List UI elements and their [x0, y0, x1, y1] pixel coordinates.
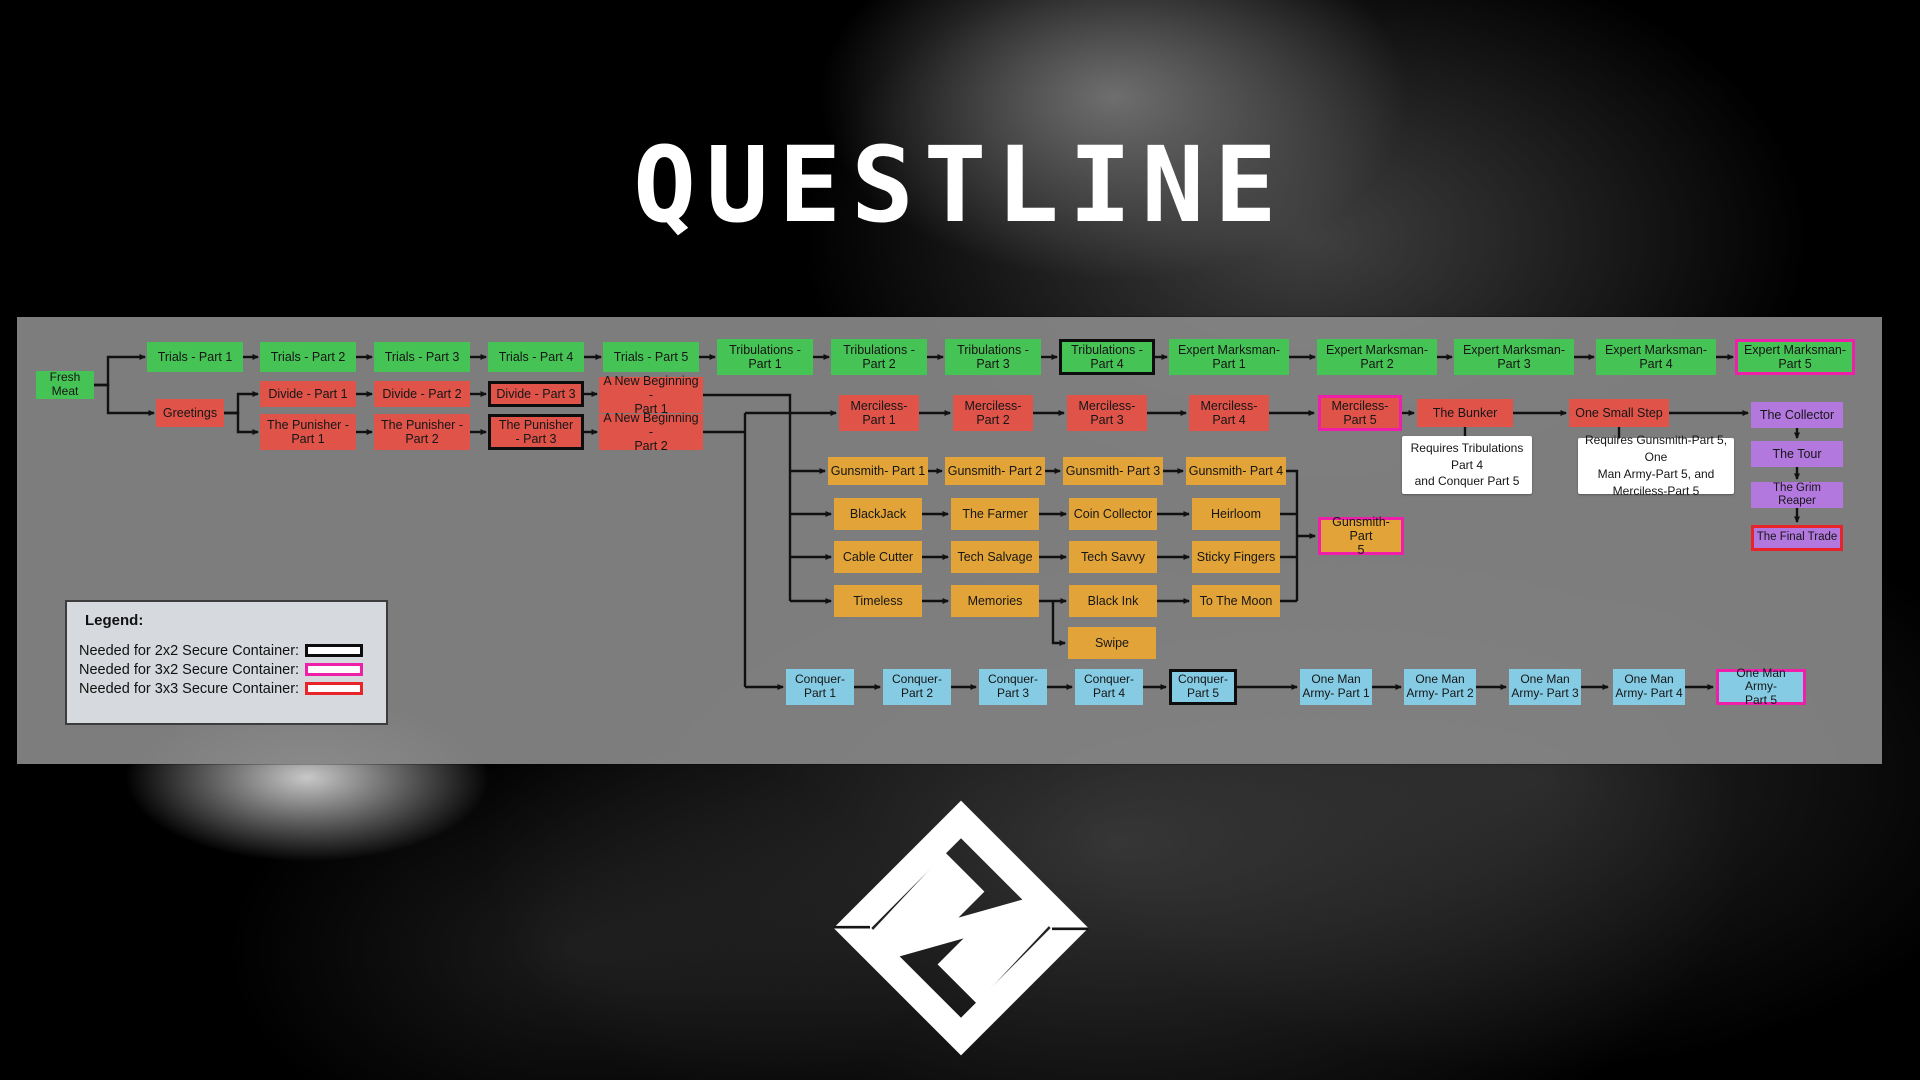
node-trials-part-5: Trials - Part 5: [603, 342, 699, 372]
node-gunsmith-part-4: Gunsmith- Part 4: [1186, 457, 1286, 485]
node-note-bunker-requirements: Requires Tribulations Part 4 and Conquer…: [1402, 436, 1532, 494]
node-the-punisher-part-2: The Punisher - Part 2: [374, 414, 470, 450]
node-the-collector: The Collector: [1751, 402, 1843, 428]
node-tribulations-part-1: Tribulations - Part 1: [717, 339, 813, 375]
legend-items: Needed for 2x2 Secure Container: Needed f…: [67, 642, 386, 697]
node-sticky-fingers: Sticky Fingers: [1192, 541, 1280, 573]
node-one-man-army-part-2: One Man Army- Part 2: [1404, 669, 1476, 705]
connector-0: [94, 354, 146, 387]
node-a-new-beginning-part-1: A New Beginning - Part 1: [599, 374, 703, 416]
connector-46: [1051, 601, 1066, 646]
node-the-tour: The Tour: [1751, 441, 1843, 467]
node-conquer-part-3: Conquer- Part 3: [979, 669, 1047, 705]
connector-15: [224, 391, 259, 415]
node-memories: Memories: [951, 585, 1039, 617]
node-expert-marksman-part-1: Expert Marksman- Part 1: [1169, 339, 1289, 375]
node-one-man-army-part-1: One Man Army- Part 1: [1300, 669, 1372, 705]
node-merciless-part-5: Merciless- Part 5: [1318, 395, 1402, 431]
node-one-small-step: One Small Step: [1569, 399, 1669, 427]
node-expert-marksman-part-3: Expert Marksman- Part 3: [1454, 339, 1574, 375]
legend-item-swatch: [305, 644, 364, 657]
legend-item-swatch: [305, 663, 364, 676]
node-merciless-part-2: Merciless- Part 2: [953, 395, 1033, 431]
node-gunsmith-part-1: Gunsmith- Part 1: [828, 457, 928, 485]
node-to-the-moon: To The Moon: [1192, 585, 1280, 617]
node-the-punisher-part-1: The Punisher - Part 1: [260, 414, 356, 450]
node-the-farmer: The Farmer: [951, 498, 1039, 530]
node-tribulations-part-4: Tribulations - Part 4: [1059, 339, 1155, 375]
legend-heading: Legend:: [85, 612, 144, 629]
node-the-grim-reaper: The Grim Reaper: [1751, 482, 1843, 508]
legend-item-swatch: [305, 682, 364, 695]
legend-item: Needed for 3x3 Secure Container:: [79, 680, 374, 697]
node-divide-part-2: Divide - Part 2: [374, 381, 470, 407]
node-one-man-army-part-4: One Man Army- Part 4: [1613, 669, 1685, 705]
node-expert-marksman-part-2: Expert Marksman- Part 2: [1317, 339, 1437, 375]
legend-item: Needed for 2x2 Secure Container:: [79, 642, 374, 659]
node-coin-collector: Coin Collector: [1069, 498, 1157, 530]
node-tribulations-part-2: Tribulations - Part 2: [831, 339, 927, 375]
node-expert-marksman-part-4: Expert Marksman- Part 4: [1596, 339, 1716, 375]
legend-item-label: Needed for 2x2 Secure Container:: [79, 642, 300, 659]
node-divide-part-1: Divide - Part 1: [260, 381, 356, 407]
node-the-bunker: The Bunker: [1417, 399, 1513, 427]
node-merciless-part-1: Merciless- Part 1: [839, 395, 919, 431]
node-a-new-beginning-part-2: A New Beginning - Part 2: [599, 411, 703, 453]
node-swipe: Swipe: [1068, 627, 1156, 659]
node-tech-savvy: Tech Savvy: [1069, 541, 1157, 573]
node-the-final-trade: The Final Trade: [1751, 525, 1843, 551]
node-merciless-part-4: Merciless- Part 4: [1189, 395, 1269, 431]
node-tribulations-part-3: Tribulations - Part 3: [945, 339, 1041, 375]
node-timeless: Timeless: [834, 585, 922, 617]
node-gunsmith-part-2: Gunsmith- Part 2: [945, 457, 1045, 485]
node-greetings: Greetings: [156, 399, 224, 427]
node-conquer-part-5: Conquer- Part 5: [1169, 669, 1237, 705]
brand-logo-z-diamond-icon: [833, 800, 1089, 1056]
node-blackjack: BlackJack: [834, 498, 922, 530]
legend: Legend: Needed for 2x2 Secure Container:…: [65, 600, 388, 725]
node-divide-part-3: Divide - Part 3: [488, 381, 584, 407]
node-trials-part-1: Trials - Part 1: [147, 342, 243, 372]
connector-23: [703, 393, 792, 601]
node-conquer-part-1: Conquer- Part 1: [786, 669, 854, 705]
node-trials-part-3: Trials - Part 3: [374, 342, 470, 372]
node-note-one-small-step-requirements: Requires Gunsmith-Part 5, One Man Army-P…: [1578, 433, 1734, 498]
node-expert-marksman-part-5: Expert Marksman- Part 5: [1735, 339, 1855, 375]
node-the-punisher-part-3: The Punisher - Part 3: [488, 414, 584, 450]
node-gunsmith-part-3: Gunsmith- Part 3: [1063, 457, 1163, 485]
node-tech-salvage: Tech Salvage: [951, 541, 1039, 573]
node-one-man-army-part-5: One Man Army- Part 5: [1716, 666, 1806, 707]
node-conquer-part-2: Conquer- Part 2: [883, 669, 951, 705]
node-heirloom: Heirloom: [1192, 498, 1280, 530]
legend-item: Needed for 3x2 Secure Container:: [79, 661, 374, 678]
connector-35: [1286, 469, 1299, 601]
node-cable-cutter: Cable Cutter: [834, 541, 922, 573]
node-conquer-part-4: Conquer- Part 4: [1075, 669, 1143, 705]
connector-1: [94, 383, 155, 416]
page-title: QUESTLINE: [633, 124, 1287, 246]
node-fresh-meat: Fresh Meat: [36, 370, 94, 399]
legend-item-label: Needed for 3x2 Secure Container:: [79, 661, 300, 678]
node-trials-part-2: Trials - Part 2: [260, 342, 356, 372]
node-gunsmith-part-5: Gunsmith- Part 5: [1318, 515, 1404, 557]
node-trials-part-4: Trials - Part 4: [488, 342, 584, 372]
node-merciless-part-3: Merciless- Part 3: [1067, 395, 1147, 431]
node-one-man-army-part-3: One Man Army- Part 3: [1509, 669, 1581, 705]
legend-item-label: Needed for 3x3 Secure Container:: [79, 680, 300, 697]
node-black-ink: Black Ink: [1069, 585, 1157, 617]
connector-16: [224, 411, 259, 435]
